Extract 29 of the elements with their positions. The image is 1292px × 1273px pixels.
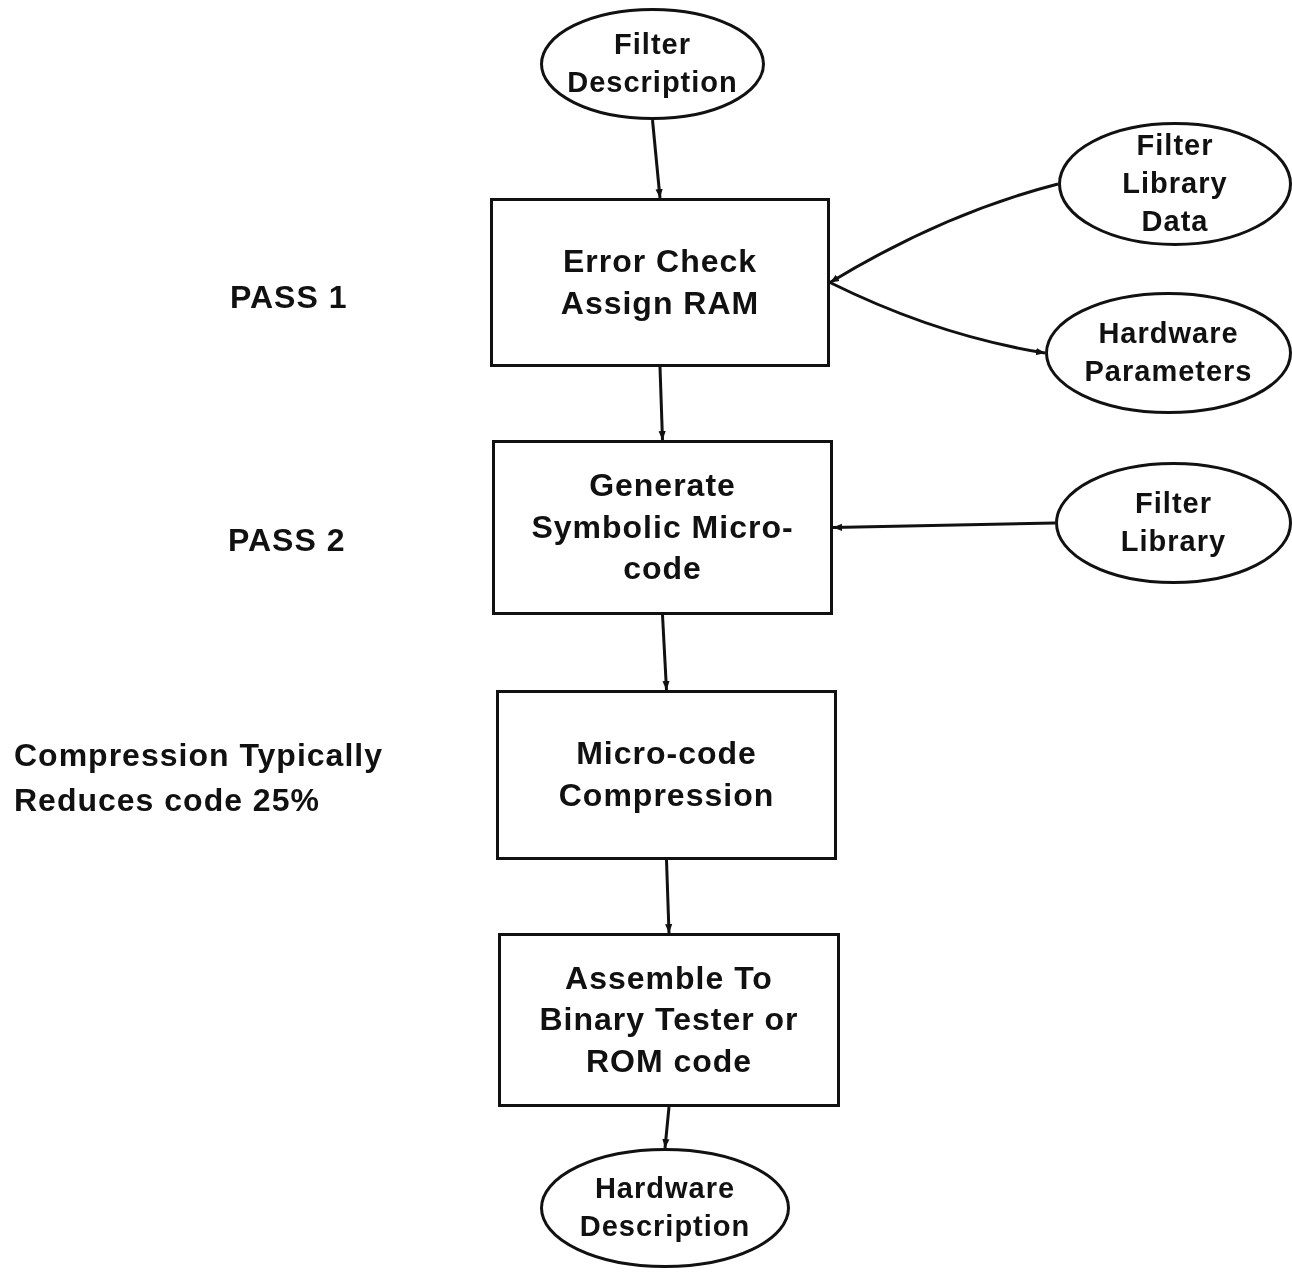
node-label: Generate Symbolic Micro-code (530, 466, 795, 589)
data-ellipse (1058, 122, 1292, 246)
arrow (665, 859, 673, 934)
arrow (662, 1106, 671, 1149)
process-box (498, 933, 840, 1107)
arrow (651, 119, 663, 199)
node-label: Filter Library Data (1121, 128, 1229, 239)
pass-note: Compression Typically Reduces code 25% (14, 736, 384, 820)
arrow (661, 614, 670, 691)
node-label: Hardware Description (578, 1171, 752, 1244)
node-label: Assemble To Binary Tester or ROM code (538, 958, 800, 1081)
process-box (492, 440, 833, 615)
arrow (829, 182, 1059, 284)
node-label: Hardware Parameters (1083, 316, 1254, 389)
node-label: Filter Description (567, 27, 738, 100)
pass-note: PASS 1 (230, 278, 349, 317)
arrow (832, 521, 1056, 531)
process-box (490, 198, 830, 367)
data-ellipse (1045, 292, 1292, 414)
node-label: Filter Library (1119, 486, 1228, 559)
pass-note: PASS 2 (228, 521, 347, 560)
data-ellipse (540, 1148, 790, 1268)
arrow (658, 366, 666, 441)
node-label: Error Check Assign RAM (559, 241, 761, 323)
data-ellipse (540, 8, 765, 120)
data-ellipse (1055, 462, 1292, 584)
arrow (829, 281, 1046, 355)
node-label: Micro-code Compression (557, 734, 776, 815)
process-box (496, 690, 837, 860)
